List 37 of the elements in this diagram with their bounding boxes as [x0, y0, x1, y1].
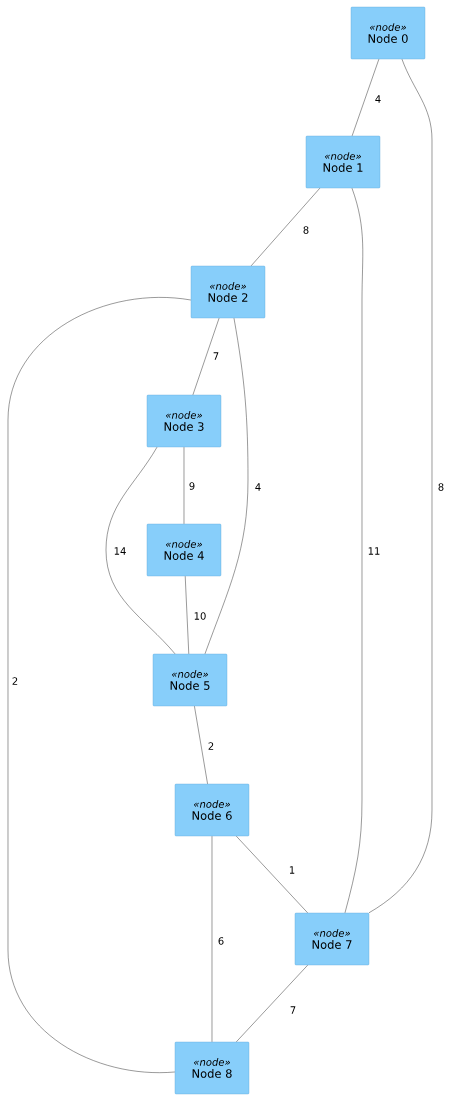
connector-line	[236, 965, 308, 1042]
edge-label: 11	[366, 546, 382, 556]
node-box: «node» Node 0	[350, 6, 426, 60]
edge-label: 7	[211, 351, 221, 361]
edge-label: 1	[287, 865, 297, 875]
edge-label: 2	[10, 676, 20, 686]
node-box: «node» Node 7	[294, 912, 370, 966]
connector-line	[368, 59, 433, 913]
connector-line	[236, 836, 308, 913]
connector-line	[194, 706, 208, 784]
edge-label: 4	[373, 94, 383, 104]
connector-line	[7, 297, 191, 1073]
connector-line	[250, 188, 321, 266]
edge-label: 2	[206, 741, 216, 751]
edge-label: 8	[301, 225, 311, 235]
node-box: «node» Node 5	[152, 653, 228, 707]
node-box: «node» Node 6	[174, 783, 250, 837]
node-box: «node» Node 3	[146, 394, 222, 448]
node-box: «node» Node 8	[174, 1041, 250, 1095]
edge-label: 14	[112, 546, 128, 556]
connector-line	[183, 447, 185, 524]
node-box: «node» Node 4	[146, 523, 222, 577]
connector-line	[211, 836, 213, 1042]
connector-line	[344, 188, 363, 913]
connector-line	[185, 576, 189, 654]
connector-line	[351, 59, 380, 136]
edge-label: 8	[436, 482, 446, 492]
connector-line	[192, 318, 220, 395]
edge-label: 4	[253, 482, 263, 492]
edge-label: 10	[192, 611, 208, 621]
edge-label: 6	[216, 936, 226, 946]
connector-line	[204, 318, 249, 654]
edge-label: 7	[288, 1005, 298, 1015]
edge-label: 9	[187, 481, 197, 491]
node-box: «node» Node 2	[190, 265, 266, 319]
node-box: «node» Node 1	[305, 135, 381, 189]
connector-line	[105, 447, 176, 654]
